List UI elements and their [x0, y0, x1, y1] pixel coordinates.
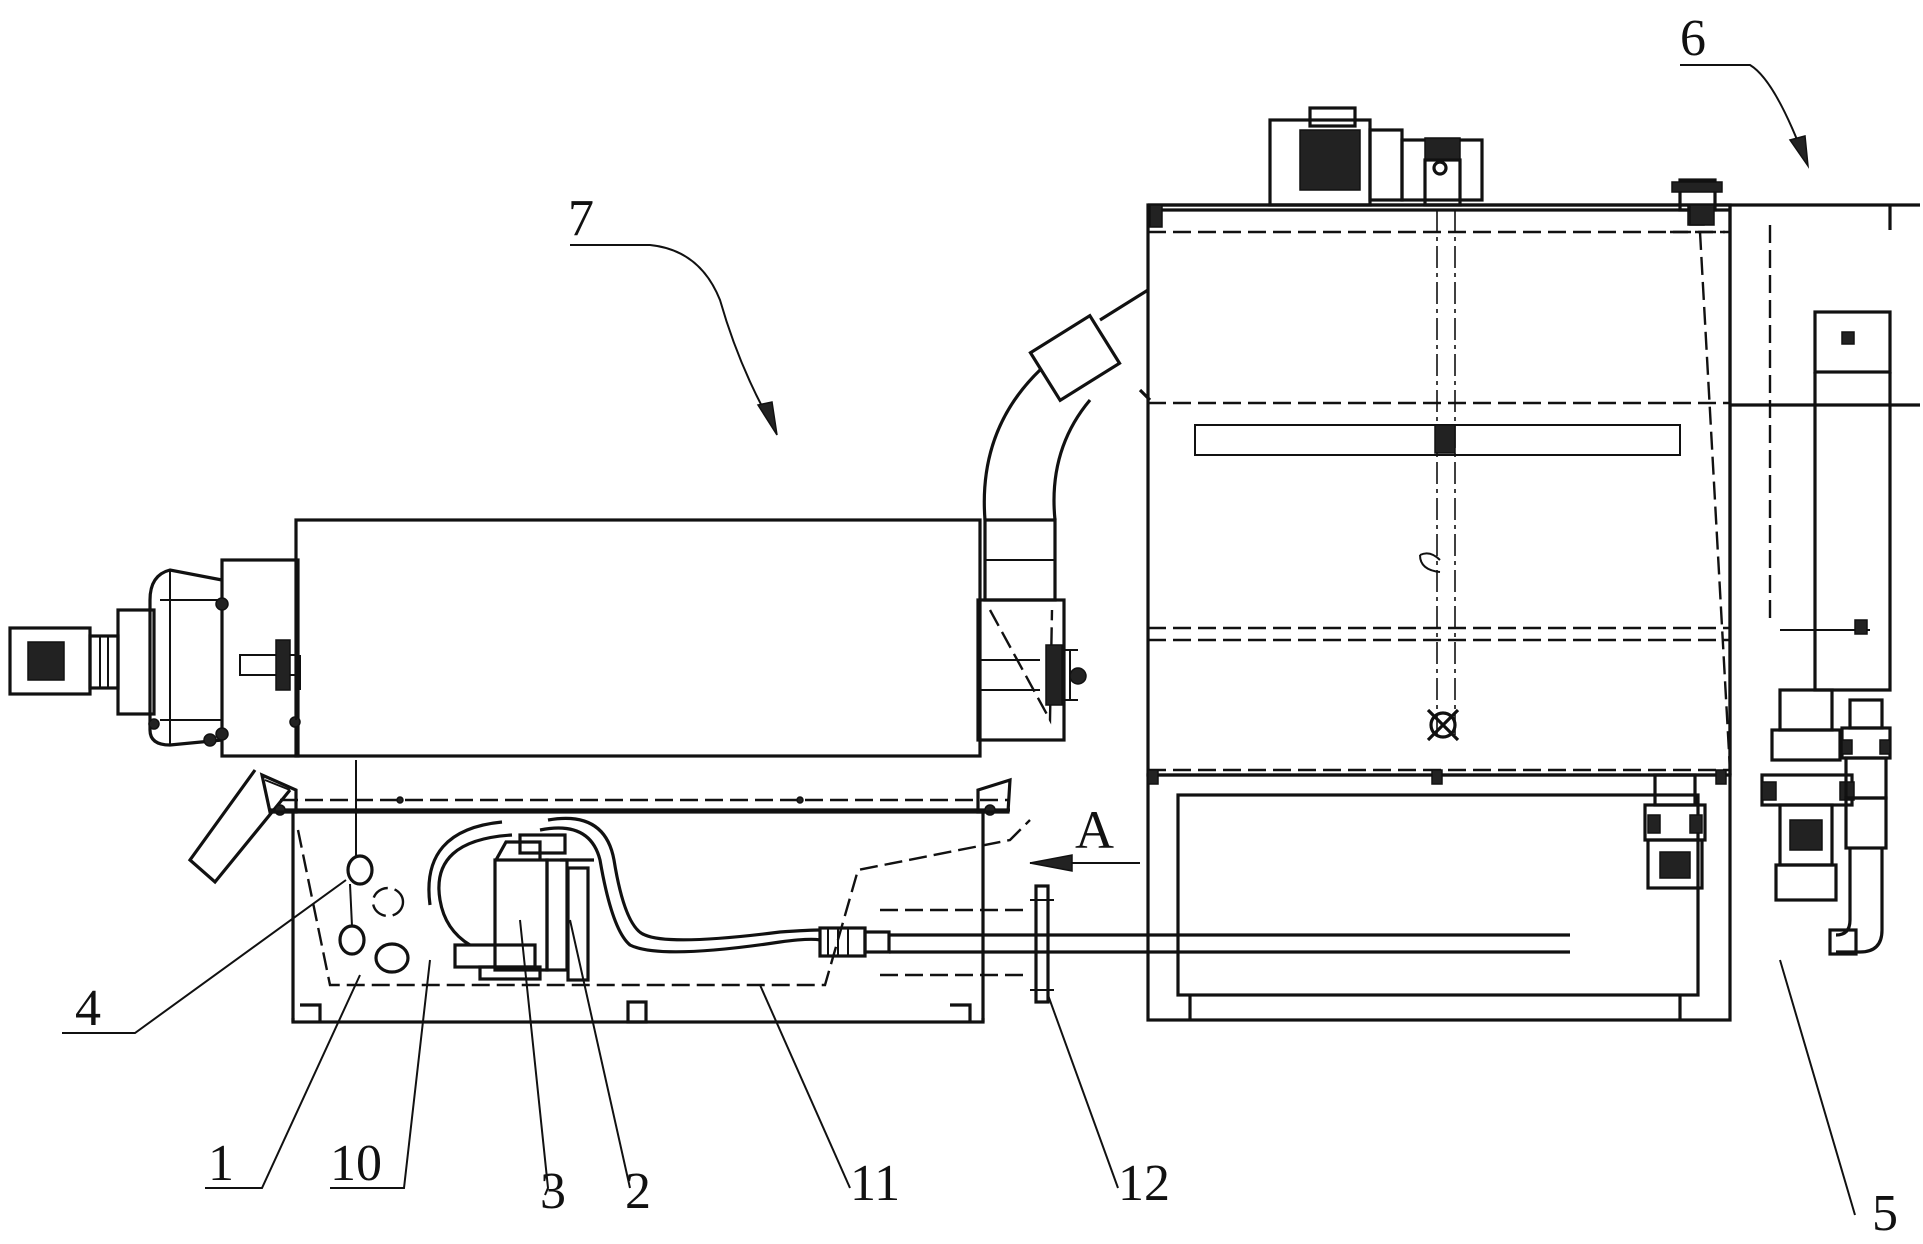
pipe-flange [1034, 884, 1050, 1004]
float-switch-upper [346, 854, 374, 886]
label-7: 7 [568, 190, 594, 247]
callout-labels: 7 6 A 4 1 10 3 2 11 12 5 [75, 10, 1898, 1242]
label-11: 11 [850, 1155, 900, 1212]
label-4: 4 [75, 980, 101, 1037]
inlet-elbow [982, 368, 1092, 521]
left-end-housing [220, 558, 300, 758]
label-view-a: A [1075, 800, 1114, 860]
hose [437, 833, 513, 947]
label-10: 10 [330, 1135, 382, 1192]
left-tank-body [291, 810, 985, 1024]
left-main-body [294, 518, 982, 758]
right-tank-base [1146, 773, 1732, 1022]
leader-lines [62, 64, 1856, 1216]
gearbox-bell [148, 568, 223, 747]
label-1: 1 [208, 1135, 234, 1192]
right-channel [1813, 310, 1892, 374]
right-tank [1146, 106, 1920, 1022]
label-2: 2 [625, 1163, 651, 1220]
label-5: 5 [1872, 1185, 1898, 1239]
left-tank [291, 760, 1570, 1024]
submersible-pump [493, 858, 549, 972]
right-tank-body [1146, 203, 1732, 777]
label-12: 12 [1118, 1155, 1170, 1212]
discharge-chute [187, 769, 292, 885]
label-6: 6 [1680, 10, 1706, 67]
label-3: 3 [540, 1163, 566, 1220]
left-machine [8, 288, 1152, 885]
float-switch-lower [338, 924, 366, 956]
